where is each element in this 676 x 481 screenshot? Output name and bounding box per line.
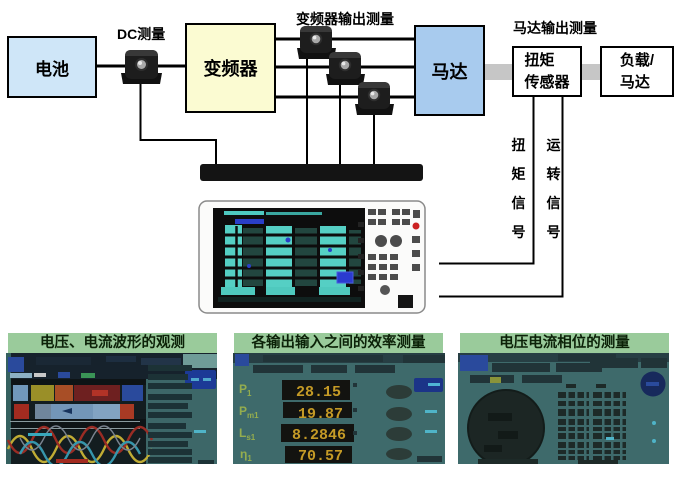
svg-text:19.87: 19.87 bbox=[298, 406, 343, 423]
svg-text:28.15: 28.15 bbox=[296, 384, 341, 401]
svg-text:8.2846: 8.2846 bbox=[292, 427, 346, 444]
svg-text:70.57: 70.57 bbox=[298, 448, 343, 464]
